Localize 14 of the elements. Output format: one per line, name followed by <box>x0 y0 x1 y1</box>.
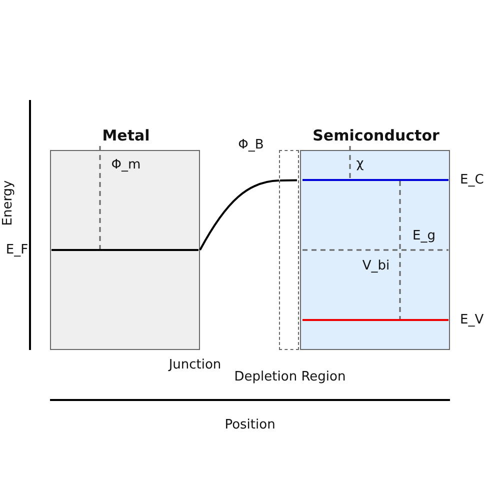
block-heading: Metal <box>102 128 150 144</box>
fermi-level-label: E_F <box>6 242 28 258</box>
block-heading: Semiconductor <box>312 128 440 144</box>
built-in-potential-label: V_bi <box>362 258 390 274</box>
valence-band-label: E_V <box>460 312 484 328</box>
energy-axis-label: Energy <box>0 180 16 226</box>
band-gap-label: E_g <box>412 228 436 244</box>
work-function-label: Φ_m <box>111 158 141 172</box>
band-bending-curve <box>199 180 280 250</box>
junction-label: Junction <box>168 358 222 372</box>
region-label: Depletion Region <box>234 370 346 384</box>
position-axis-label: Position <box>224 418 276 432</box>
electron-affinity-label: χ <box>356 156 364 172</box>
barrier-height-label: Φ_B <box>238 138 264 152</box>
